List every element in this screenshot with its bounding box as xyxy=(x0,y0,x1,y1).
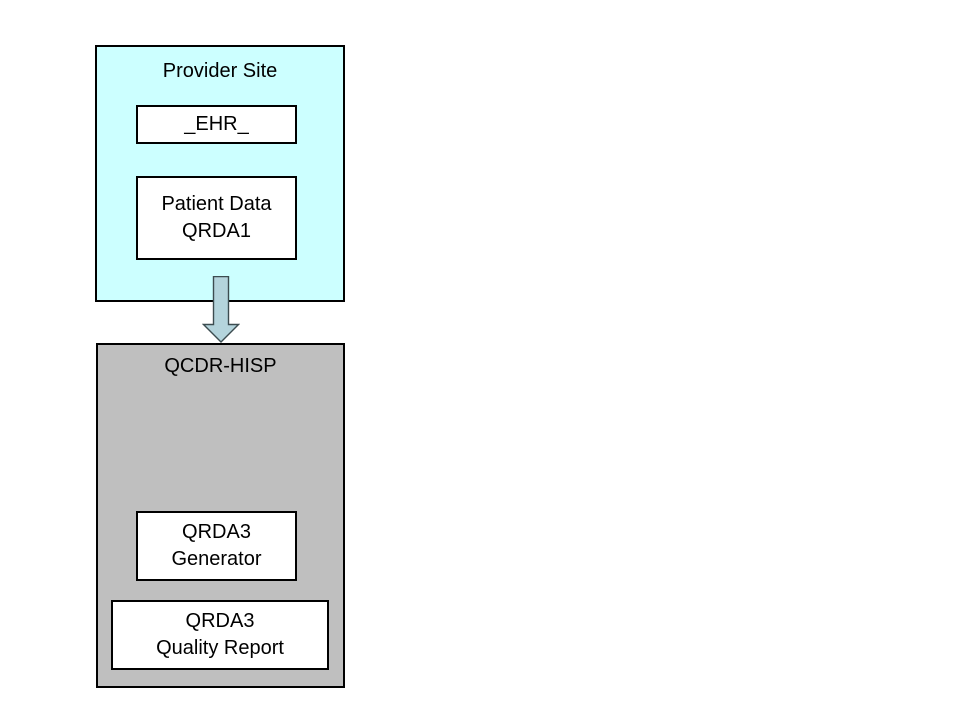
qrda3-quality-report-node[interactable]: QRDA3 Quality Report xyxy=(111,600,329,670)
qrda3-quality-report-node-label-line-1: QRDA3 xyxy=(185,610,255,632)
ehr-node-label-line-1: _EHR_ xyxy=(184,113,249,135)
qrda3-generator-node-label-line-2: Generator xyxy=(171,548,262,570)
patient-data-node[interactable]: Patient Data QRDA1 xyxy=(136,176,297,260)
qcdr-hisp-title: QCDR-HISP xyxy=(164,355,277,377)
provider-site-group[interactable]: Provider Site xyxy=(95,45,345,302)
down-arrow-shape xyxy=(202,276,240,343)
patient-data-node-label-line-1: Patient Data xyxy=(161,193,272,215)
patient-data-node-label-line-2: QRDA1 xyxy=(182,220,251,242)
ehr-node[interactable]: _EHR_ xyxy=(136,105,297,144)
qrda3-quality-report-node-label-line-2: Quality Report xyxy=(156,637,284,659)
down-arrow-icon xyxy=(202,276,240,343)
provider-site-title: Provider Site xyxy=(162,60,278,82)
qrda3-generator-node[interactable]: QRDA3 Generator xyxy=(136,511,297,581)
qrda3-generator-node-label-line-1: QRDA3 xyxy=(182,521,251,543)
